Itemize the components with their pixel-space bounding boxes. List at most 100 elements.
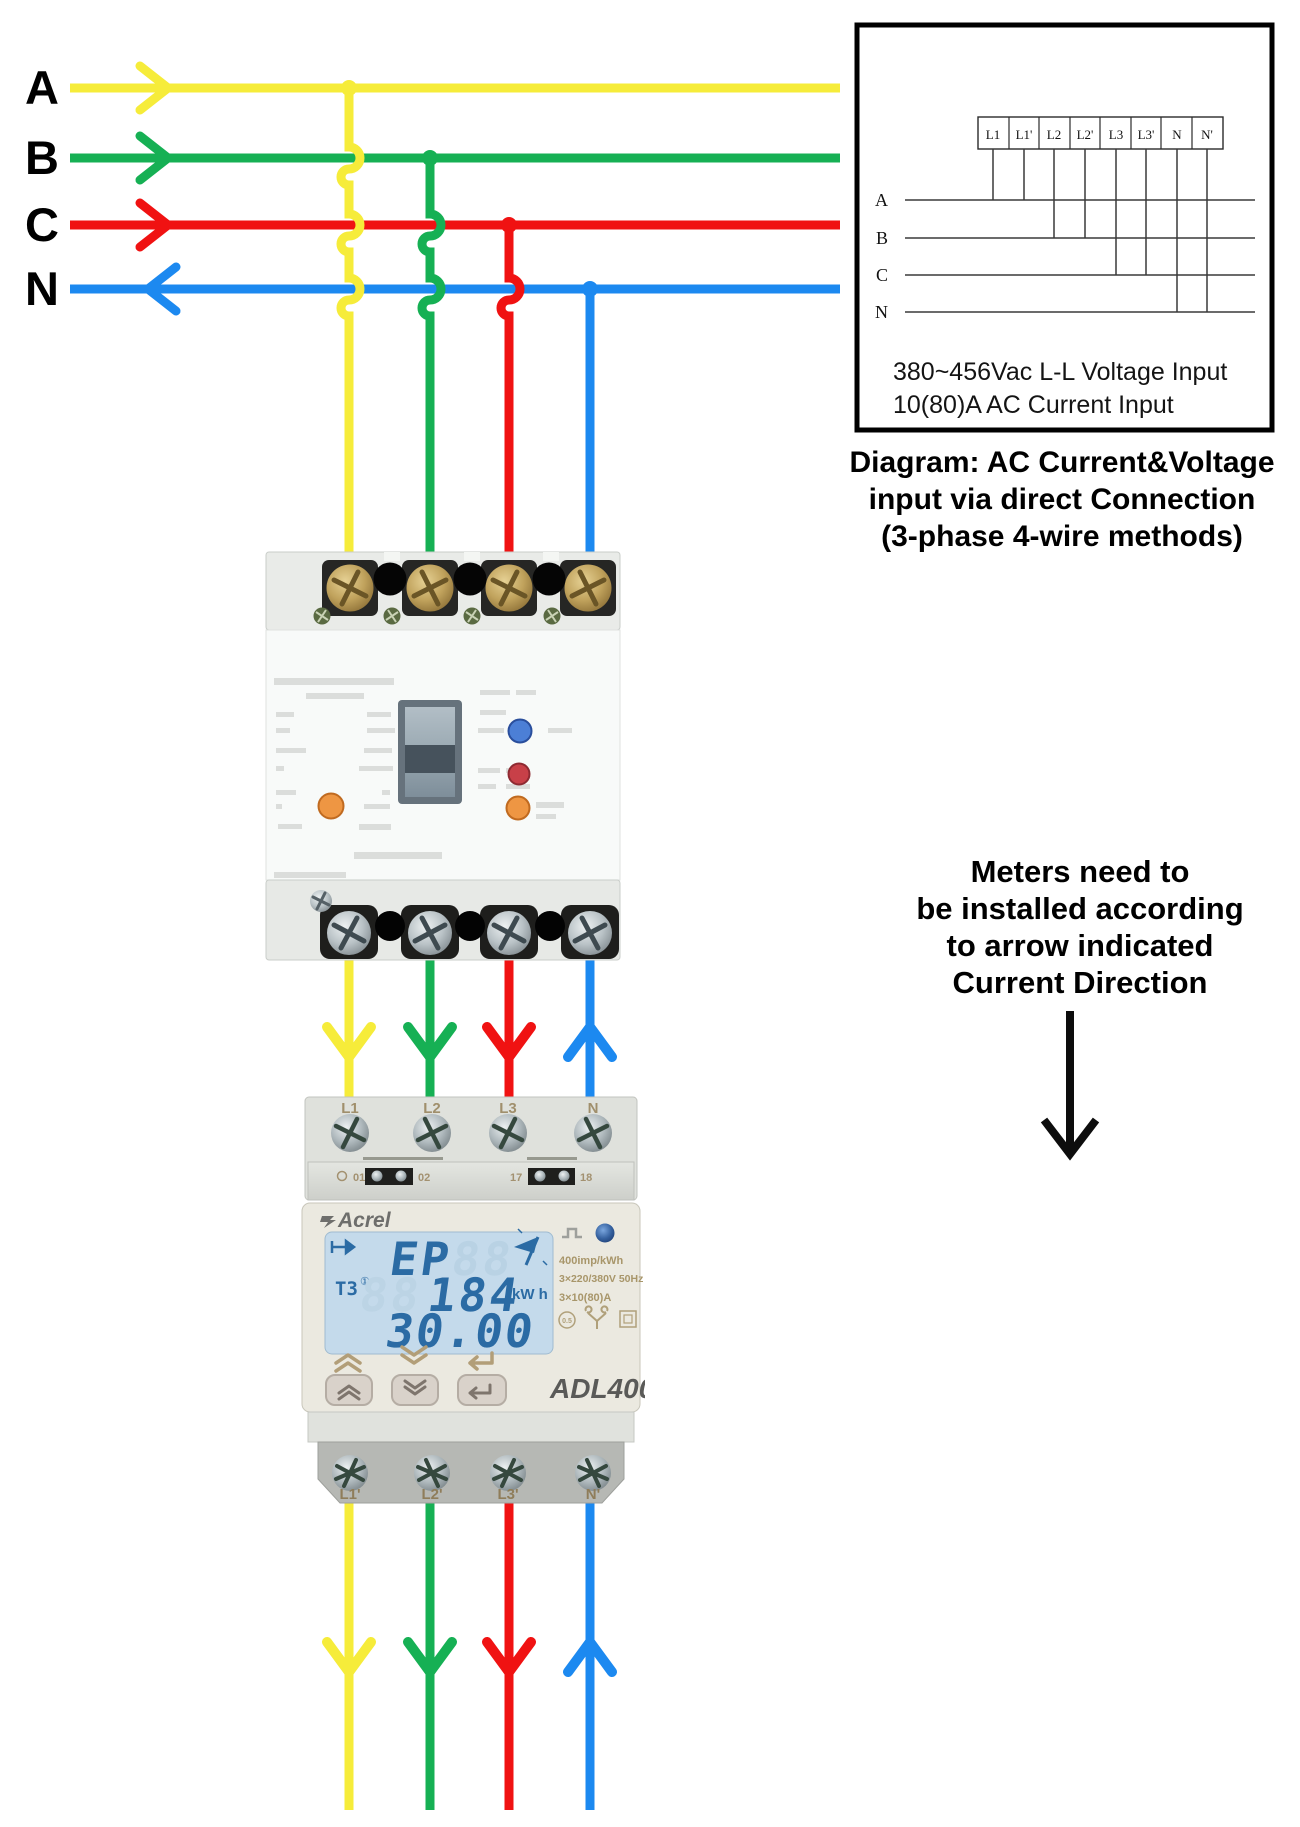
neutral-out-up-arrow-icon [563, 1637, 617, 1677]
meter-class-icon [619, 1310, 637, 1328]
breaker-orange-button-left [317, 792, 345, 820]
printed-key-symbols [334, 1345, 494, 1373]
rail-label-n: N [875, 302, 888, 322]
terminal-dividers [1008, 117, 1193, 149]
terminal-cell-l2: L2 [1047, 127, 1061, 142]
meter-terminal-l3: L3 [499, 1100, 517, 1117]
acrel-logo-icon [320, 1216, 336, 1228]
voltage-input-text: 380~456Vac L-L Voltage Input [893, 358, 1228, 386]
phase-label-a: A [25, 61, 59, 114]
phase-c-arrow-icon [135, 198, 173, 252]
meter-terminal-np: N' [586, 1486, 600, 1503]
breaker-orange-button-right [505, 795, 531, 821]
meter-bottom-strip [317, 1441, 625, 1504]
terminal-cell-l1: L1 [986, 127, 1000, 142]
neutral-up-arrow-icon [563, 1022, 617, 1062]
phase-a-out-arrow-icon [322, 1637, 376, 1677]
phase-a-down-arrow-icon [322, 1022, 376, 1062]
rail-label-c: C [876, 265, 888, 285]
meter-slot-left [363, 1157, 443, 1160]
aux-icon [336, 1170, 348, 1182]
meter-terminal-l1p: L1' [339, 1486, 360, 1503]
aux-label-01: 01 [353, 1172, 365, 1184]
terminal-cell-l3p: L3' [1138, 127, 1155, 142]
lcd-row1: EP [386, 1232, 455, 1286]
rating-current: 3×10(80)A [559, 1292, 611, 1304]
strip-notch [543, 552, 559, 561]
meter-buttons [325, 1374, 507, 1406]
meter-ledge [307, 1161, 635, 1201]
accuracy-badge-icon [558, 1311, 576, 1329]
caption-line-2: input via direct Connection [868, 483, 1256, 516]
note-line-2: be installed according [916, 891, 1244, 926]
terminal-box-diagram: L1 L1' L2 L2' L3 L3' N N' A B C N [854, 22, 1275, 433]
wye-connection-icon [584, 1305, 609, 1329]
printed-down-icon [400, 1345, 428, 1365]
energy-meter: L1 L2 L3 N 01 02 17 18 Acrel [301, 1096, 645, 1504]
installation-note: Meters need to be installed according to… [880, 853, 1280, 1001]
aux-label-17: 17 [510, 1172, 522, 1184]
printed-enter-icon [468, 1351, 494, 1371]
phase-label-c: C [25, 198, 59, 251]
caption-line-1: Diagram: AC Current&Voltage [849, 446, 1275, 479]
note-line-3: to arrow indicated [946, 928, 1214, 963]
lcd-display: EP 88 T3 ① 88 184 kW h 30.00 [324, 1228, 554, 1358]
strip-notch [384, 552, 400, 561]
phase-b-junction-dot [422, 150, 438, 166]
phase-a-junction-dot [341, 80, 357, 96]
down-button-icon [403, 1379, 427, 1396]
meter-aux-terminals [365, 1168, 575, 1185]
strip-notch [464, 552, 480, 561]
phase-label-n: N [25, 262, 59, 315]
circuit-breaker [265, 551, 621, 961]
lcd-unit: kW h [512, 1286, 548, 1303]
phase-b-arrow-icon [135, 131, 173, 185]
drops-l1 [992, 149, 1025, 200]
note-line-1: Meters need to [970, 854, 1190, 889]
breaker-blue-button [507, 718, 533, 744]
lcd-row3: 30.00 [382, 1304, 538, 1358]
terminal-cell-l1p: L1' [1016, 127, 1033, 142]
printed-up-icon [334, 1353, 362, 1373]
phase-c-junction-dot [501, 217, 517, 233]
up-button-icon [337, 1384, 361, 1401]
caption-line-3: (3-phase 4-wire methods) [881, 520, 1243, 553]
terminal-cell-l2p: L2' [1077, 127, 1094, 142]
meter-terminal-n: N [588, 1100, 599, 1117]
drops-n [1176, 149, 1208, 312]
phase-b-down-arrow-icon [403, 1022, 457, 1062]
neutral-arrow-icon [143, 262, 181, 316]
rating-impulse: 400imp/kWh [559, 1255, 623, 1267]
phase-b-out-arrow-icon [403, 1637, 457, 1677]
phase-c-drop-wire [496, 222, 525, 580]
meter-terminal-l2: L2 [423, 1100, 441, 1117]
breaker-toggle [398, 700, 462, 804]
aux-label-18: 18 [580, 1172, 592, 1184]
breaker-red-button [507, 762, 531, 786]
diagram-caption: Diagram: AC Current&Voltage input via di… [848, 444, 1276, 555]
phase-a-arrow-icon [135, 61, 173, 115]
current-input-text: 10(80)A AC Current Input [893, 391, 1174, 419]
current-direction-arrow [1040, 1011, 1100, 1161]
breaker-label-smudges [274, 678, 572, 878]
meter-bottom-screws [332, 1455, 611, 1491]
acrel-logo: Acrel [320, 1209, 392, 1232]
meter-terminal-l1: L1 [341, 1100, 359, 1117]
meter-top-screws [331, 1114, 612, 1152]
flag-icon [514, 1228, 548, 1266]
meter-terminal-l3p: L3' [497, 1486, 518, 1503]
terminal-cell-np: N' [1201, 127, 1213, 142]
meter-terminal-l2p: L2' [421, 1486, 442, 1503]
note-line-4: Current Direction [952, 965, 1208, 1000]
enter-button [457, 1374, 507, 1406]
accuracy-badge-text: 0.5 [562, 1318, 572, 1325]
rail-label-a: A [875, 190, 888, 210]
meter-class-inner-icon [623, 1314, 633, 1324]
rating-voltage: 3×220/380V 50Hz [559, 1273, 643, 1285]
terminal-cell-n: N [1172, 127, 1182, 142]
lcd-row2-ghost: 88 [356, 1268, 425, 1322]
breaker-small-screws [313, 607, 561, 625]
meter-bottom-ledge [307, 1411, 635, 1443]
